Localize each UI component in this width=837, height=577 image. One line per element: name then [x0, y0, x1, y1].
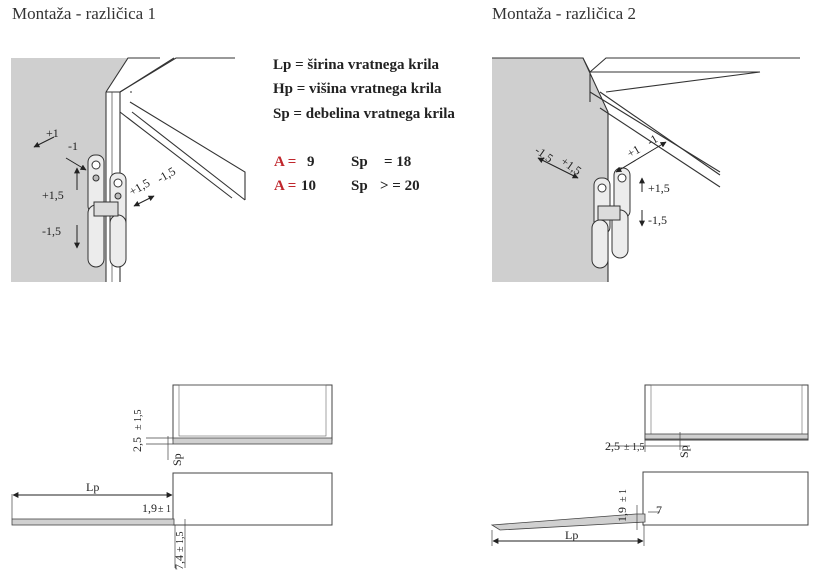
variant1-section-top: 2,5 ± 1,5 Sp	[130, 384, 333, 466]
table-row1-a-value: 9	[307, 154, 315, 170]
v1-h-minus-label: -1	[68, 139, 78, 153]
variant1-section-bottom: Lp 1,9 ± 1 7,4 ± 1,5	[11, 472, 333, 570]
variant2-title: Montaža - različica 2	[492, 4, 636, 23]
v2-lp-label: Lp	[565, 528, 578, 542]
v1-gap-tol-label: ± 1	[158, 504, 171, 515]
v1-top-tol-label: ± 1,5	[133, 410, 144, 431]
variant2-illustration: -1,5 +1,5 +1 -1 +1,5 -1,5	[492, 57, 800, 282]
v1-gap-label: 1,9	[142, 501, 157, 515]
variant1-illustration: +1 -1 +1,5 -1,5 +1,5 -1,5	[11, 57, 246, 282]
legend: Lp = širina vratnega krila Hp = višina v…	[273, 57, 455, 194]
legend-lp: Lp = širina vratnega krila	[273, 57, 440, 73]
v1-lp-label: Lp	[86, 480, 99, 494]
table-row2-sp: Sp	[351, 178, 368, 194]
v1-sp-label: Sp	[170, 453, 184, 466]
table-row2-a: A =	[274, 178, 296, 194]
v2-top-dim-label: 2,5	[605, 439, 620, 453]
table-row1-sp-value: = 18	[384, 154, 411, 170]
v2-seven-label: 7	[656, 503, 662, 517]
legend-hp: Hp = višina vratnega krila	[273, 81, 442, 97]
v2-top-tol-label: ± 1,5	[624, 442, 645, 453]
v2-v-minus-label: -1,5	[648, 213, 667, 227]
legend-sp: Sp = debelina vratnega krila	[273, 106, 455, 122]
table-row2-sp-value: > = 20	[380, 178, 420, 194]
v2-gap-label: 1,9	[615, 507, 629, 522]
v2-h-plus-label: +1	[625, 142, 643, 161]
table-row1-a: A =	[274, 154, 296, 170]
table-row2-a-value: 10	[301, 178, 316, 194]
v2-v-plus-label: +1,5	[648, 181, 670, 195]
v1-d-plus-label: +1,5	[127, 176, 153, 199]
v1-top-dim-label: 2,5	[130, 437, 144, 452]
v1-bottom-tol-label: ± 1,5	[175, 532, 186, 553]
v1-d-minus-label: -1,5	[155, 164, 178, 186]
v1-v-minus-label: -1,5	[42, 224, 61, 238]
table-row1-sp: Sp	[351, 154, 368, 170]
v2-gap-tol-label: ± 1	[618, 489, 629, 502]
v1-h-plus-label: +1	[46, 126, 59, 140]
variant2-hinge-icon	[591, 167, 631, 269]
variant1-title: Montaža - različica 1	[12, 4, 156, 23]
variant2-wall	[492, 58, 608, 282]
variant1-hinge-icon	[87, 154, 127, 268]
variant2-section-top: 2,5 ± 1,5 Sp	[605, 384, 809, 458]
v1-v-plus-label: +1,5	[42, 188, 64, 202]
v2-sp-label: Sp	[677, 445, 691, 458]
variant2-section-bottom: Lp 1,9 ± 1 7	[490, 471, 809, 546]
v1-bottom-dim-label: 7,4	[172, 555, 186, 570]
